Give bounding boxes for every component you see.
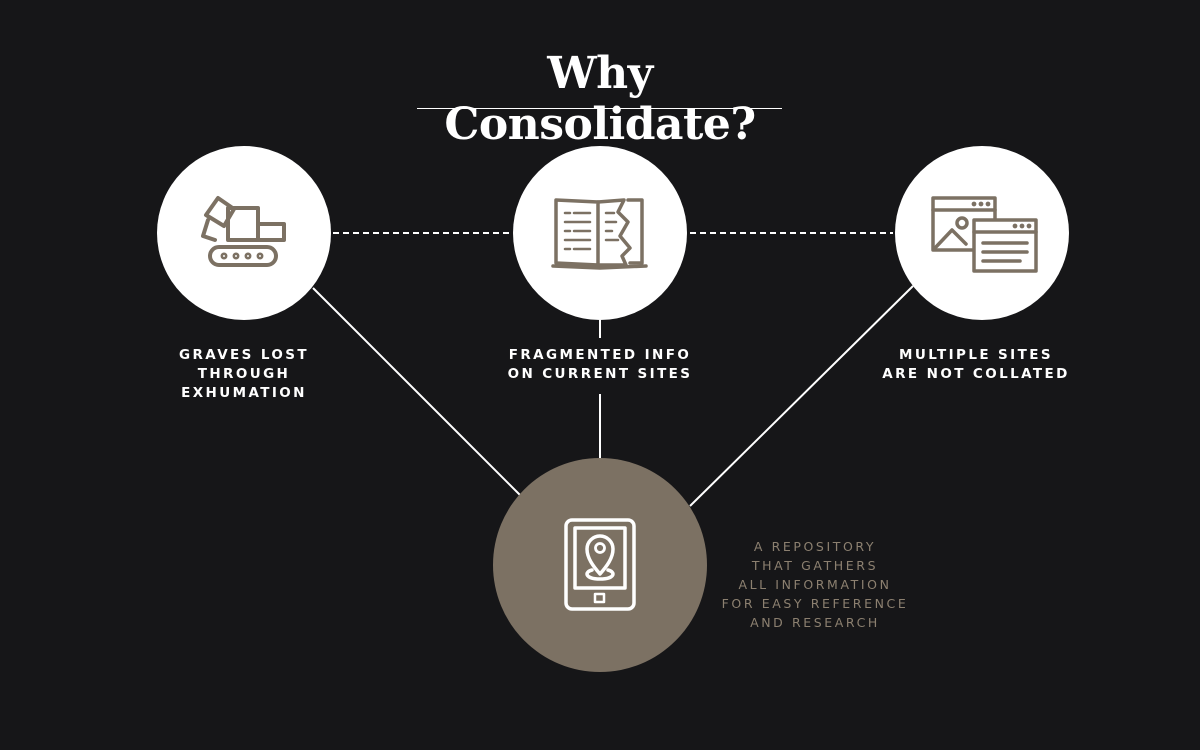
connector-left-to-hub bbox=[312, 287, 522, 497]
excavator-icon bbox=[201, 196, 286, 267]
node-circle-exhumation bbox=[157, 146, 331, 320]
label-line: FRAGMENTED INFO bbox=[508, 347, 692, 363]
label-line: GRAVES LOST bbox=[178, 347, 310, 363]
label-line: THROUGH bbox=[197, 366, 291, 382]
label-line: EXHUMATION bbox=[181, 385, 307, 401]
label-line: ON CURRENT SITES bbox=[507, 366, 693, 382]
browser-windows-icon bbox=[931, 196, 1038, 273]
connector-right-to-hub bbox=[689, 285, 914, 507]
label-line: ARE NOT COLLATED bbox=[882, 366, 1070, 382]
label-line: AND RESEARCH bbox=[750, 615, 880, 630]
label-line: ALL INFORMATION bbox=[738, 577, 892, 592]
node-label-exhumation: GRAVES LOST THROUGH EXHUMATION bbox=[144, 346, 344, 403]
hub-circle bbox=[493, 458, 707, 672]
node-label-multiple-sites: MULTIPLE SITES ARE NOT COLLATED bbox=[856, 346, 1096, 384]
node-label-fragmented-info: FRAGMENTED INFO ON CURRENT SITES bbox=[480, 346, 720, 384]
tablet-map-pin-icon bbox=[564, 518, 636, 611]
torn-book-icon bbox=[551, 198, 648, 270]
label-line: A REPOSITORY bbox=[753, 539, 877, 554]
label-line: THAT GATHERS bbox=[751, 558, 879, 573]
title-underline bbox=[417, 108, 782, 109]
label-line: FOR EASY REFERENCE bbox=[721, 596, 909, 611]
label-line: MULTIPLE SITES bbox=[899, 347, 1053, 363]
node-circle-fragmented-info bbox=[513, 146, 687, 320]
hub-label: A REPOSITORY THAT GATHERS ALL INFORMATIO… bbox=[700, 537, 930, 632]
page-title: Why Consolidate? bbox=[444, 48, 756, 150]
